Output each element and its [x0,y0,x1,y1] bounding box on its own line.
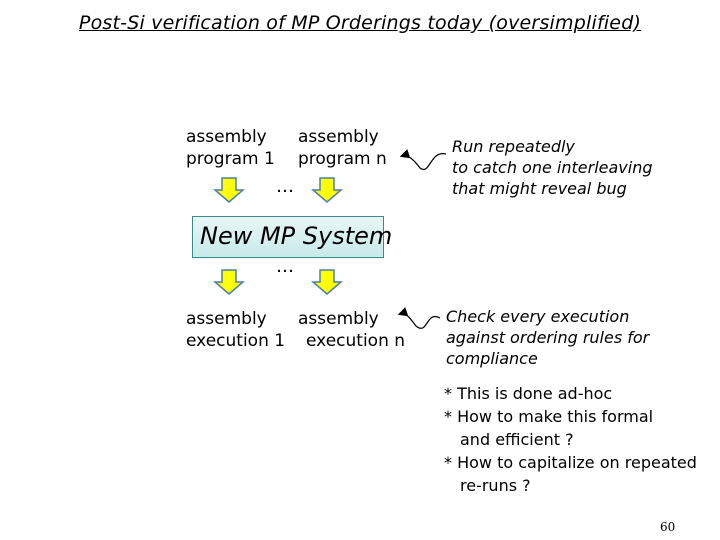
check-every-note: Check every execution against ordering r… [446,306,649,369]
mp-system-label: New MP System [200,222,393,250]
program-1-line-1: assembly [186,127,267,147]
check-every-line-1: Check every execution [446,307,630,326]
bullet-2-line-2: and efficient ? [460,430,574,449]
program-1-line-2: program 1 [186,149,275,169]
run-repeatedly-line-2: to catch one interleaving [452,158,653,177]
program-n-label: assembly program n [298,126,387,170]
down-arrow-program-n [310,177,344,203]
bullet-list: * This is done ad-hoc * How to make this… [444,382,697,497]
program-n-line-2: program n [298,149,387,169]
curved-arrow-run-repeatedly [399,149,447,171]
execution-n-line-1: assembly [298,309,379,329]
slide-title: Post-Si verification of MP Orderings tod… [78,12,642,34]
bullet-2-line-1: * How to make this formal [444,407,654,426]
run-repeatedly-line-3: that might reveal bug [452,179,627,198]
program-1-label: assembly program 1 [186,126,275,170]
run-repeatedly-line-1: Run repeatedly [452,137,575,156]
execution-1-line-2: execution 1 [186,331,286,351]
bullet-1-line-1: * This is done ad-hoc [444,384,613,403]
mp-system-box [192,216,384,258]
execution-1-line-1: assembly [186,309,267,329]
bullet-3-line-2: re-runs ? [460,476,531,495]
outputs-ellipsis: … [276,256,294,277]
page-number: 60 [660,520,676,534]
check-every-line-2: against ordering rules for [446,328,650,347]
execution-1-label: assembly execution 1 [186,308,285,352]
down-arrow-execution-1 [212,269,246,295]
check-every-line-3: compliance [446,349,538,368]
down-arrow-program-1 [212,177,246,203]
inputs-ellipsis: … [276,176,294,197]
execution-n-label: assembly execution n [298,308,405,352]
program-n-line-1: assembly [298,127,379,147]
down-arrow-execution-n [310,269,344,295]
curved-arrow-check-every [397,307,441,329]
run-repeatedly-note: Run repeatedly to catch one interleaving… [452,136,653,199]
bullet-3-line-1: * How to capitalize on repeated [444,453,697,472]
execution-n-line-2: execution n [306,331,406,351]
bullet-item: * How to capitalize on repeated re-runs … [444,451,697,497]
bullet-item: * This is done ad-hoc [444,382,697,405]
bullet-item: * How to make this formal and efficient … [444,405,697,451]
